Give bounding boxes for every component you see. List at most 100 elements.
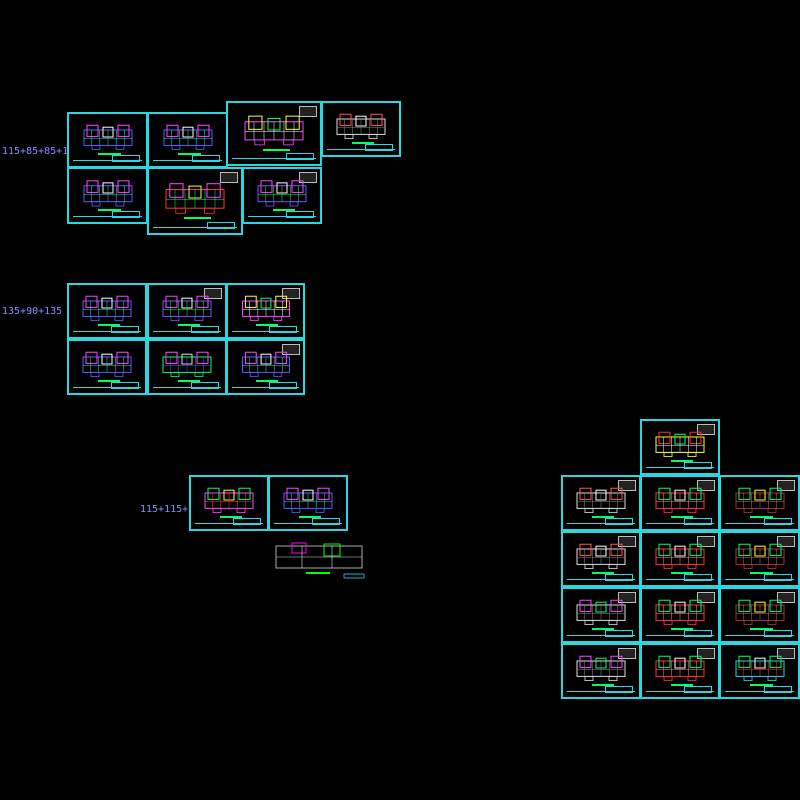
floor-plan-drawing <box>735 656 784 682</box>
sheet-key-plan-icon <box>204 288 222 299</box>
sheet-key-plan-icon <box>777 536 795 547</box>
drawing-sheet[interactable] <box>561 587 641 643</box>
sheet-title-block <box>274 518 342 526</box>
drawing-sheet[interactable] <box>561 643 641 699</box>
sheet-caption-line <box>273 209 295 211</box>
sheet-caption-line <box>750 516 773 518</box>
sheet-caption-line <box>98 380 120 382</box>
loose-floor-plan-drawing <box>275 542 365 579</box>
sheet-key-plan-icon <box>697 424 715 435</box>
sheet-caption-line <box>352 142 374 144</box>
drawing-sheet[interactable] <box>719 531 800 587</box>
floor-plan-drawing <box>83 180 132 207</box>
sheet-title-block <box>567 686 635 694</box>
sheet-caption-line <box>256 380 278 382</box>
sheet-caption-line <box>750 684 773 686</box>
sheet-key-plan-icon <box>697 592 715 603</box>
drawing-sheet[interactable] <box>242 167 322 224</box>
floor-plan-drawing <box>655 488 705 514</box>
sheet-title-block <box>646 574 714 582</box>
floor-plan-drawing <box>655 432 705 458</box>
sheet-caption-line <box>671 572 693 574</box>
drawing-sheet[interactable] <box>67 339 147 395</box>
drawing-sheet[interactable] <box>147 112 228 168</box>
sheet-title-block <box>725 518 794 526</box>
floor-plan-drawing <box>735 488 784 514</box>
floor-plan-drawing <box>204 488 254 514</box>
sheet-title-block <box>725 686 794 694</box>
drawing-sheet[interactable] <box>719 643 800 699</box>
sheet-caption-line <box>178 380 200 382</box>
drawing-sheet[interactable] <box>226 101 322 166</box>
drawing-sheet[interactable] <box>67 283 147 339</box>
sheet-caption-line <box>592 572 614 574</box>
drawing-sheet[interactable] <box>640 419 720 475</box>
floor-plan-drawing <box>655 656 705 682</box>
drawing-sheet[interactable] <box>640 643 720 699</box>
sheet-caption-line <box>98 324 120 326</box>
drawing-sheet[interactable] <box>147 339 227 395</box>
sheet-key-plan-icon <box>299 106 317 117</box>
drawing-sheet[interactable] <box>640 587 720 643</box>
sheet-title-block <box>153 155 222 163</box>
group-label-1: 115+85+85+115 <box>2 146 81 157</box>
sheet-title-block <box>153 222 237 230</box>
sheet-caption-line <box>256 324 278 326</box>
floor-plan-drawing <box>655 544 705 570</box>
sheet-title-block <box>232 153 316 161</box>
drawing-sheet[interactable] <box>226 339 305 395</box>
loose-floor-plan[interactable] <box>272 540 367 582</box>
floor-plan-drawing <box>336 114 386 140</box>
floor-plan-drawing <box>165 183 225 214</box>
drawing-sheet[interactable] <box>640 475 720 531</box>
sheet-caption-line <box>178 324 200 326</box>
sheet-caption-line <box>592 684 614 686</box>
drawing-sheet[interactable] <box>147 283 227 339</box>
sheet-key-plan-icon <box>618 480 636 491</box>
drawing-sheet[interactable] <box>719 587 800 643</box>
sheet-title-block <box>567 518 635 526</box>
floor-plan-drawing <box>82 296 132 322</box>
floor-plan-drawing <box>241 352 290 378</box>
sheet-title-block <box>153 326 221 334</box>
sheet-key-plan-icon <box>618 648 636 659</box>
drawing-sheet[interactable] <box>189 475 269 531</box>
sheet-caption-line <box>184 217 211 219</box>
sheet-title-block <box>153 382 221 390</box>
group-label-2: 135+90+135 <box>2 306 63 317</box>
floor-plan-drawing <box>735 544 784 570</box>
drawing-sheet[interactable] <box>561 475 641 531</box>
drawing-sheet[interactable] <box>226 283 305 339</box>
floor-plan-drawing <box>576 600 626 626</box>
floor-plan-drawing <box>283 488 333 514</box>
sheet-caption-line <box>220 516 242 518</box>
sheet-key-plan-icon <box>618 592 636 603</box>
sheet-key-plan-icon <box>697 480 715 491</box>
drawing-sheet[interactable] <box>321 101 401 157</box>
sheet-title-block <box>646 630 714 638</box>
sheet-key-plan-icon <box>299 172 317 183</box>
drawing-sheet[interactable] <box>561 531 641 587</box>
sheet-title-block <box>73 382 141 390</box>
sheet-title-block <box>195 518 263 526</box>
drawing-sheet[interactable] <box>640 531 720 587</box>
sheet-caption-line <box>671 684 693 686</box>
drawing-sheet[interactable] <box>67 167 148 224</box>
sheet-caption-line <box>299 516 321 518</box>
sheet-key-plan-icon <box>618 536 636 547</box>
sheet-title-block <box>232 326 299 334</box>
floor-plan-drawing <box>576 544 626 570</box>
sheet-title-block <box>567 574 635 582</box>
drawing-sheet[interactable] <box>67 112 148 168</box>
sheet-title-block <box>73 326 141 334</box>
floor-plan-drawing <box>83 125 132 151</box>
drawing-sheet[interactable] <box>719 475 800 531</box>
floor-plan-drawing <box>244 116 304 146</box>
sheet-title-block <box>73 211 142 219</box>
floor-plan-drawing <box>82 352 132 378</box>
drawing-sheet[interactable] <box>268 475 348 531</box>
floor-plan-drawing <box>241 296 290 322</box>
sheet-title-block <box>232 382 299 390</box>
drawing-sheet[interactable] <box>147 167 243 235</box>
floor-plan-drawing <box>576 656 626 682</box>
